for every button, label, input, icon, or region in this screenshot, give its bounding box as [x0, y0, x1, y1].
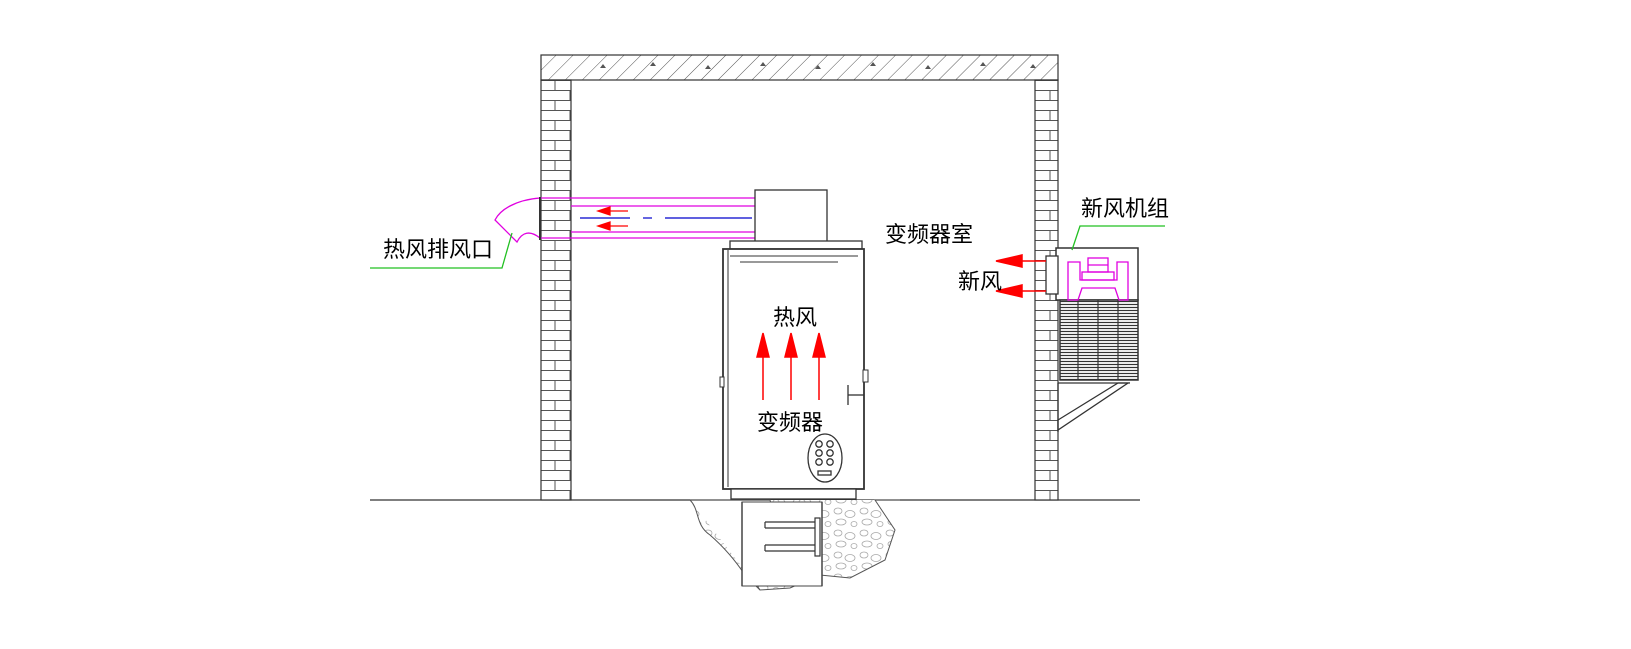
duct-flow-arrows [595, 206, 628, 231]
label-inverter: 变频器 [757, 411, 823, 436]
exhaust-duct [494, 197, 755, 244]
slab-aggregate [600, 62, 1036, 69]
label-inverter-room: 变频器室 [885, 223, 973, 248]
label-fresh-air: 新风 [958, 270, 1002, 295]
label-hot-air-exhaust: 热风排风口 [383, 238, 493, 263]
fresh-air-unit [1045, 247, 1139, 432]
fresh-air-arrows [995, 254, 1046, 298]
control-panel-icon [807, 433, 843, 483]
foundation-block [741, 501, 823, 587]
exhaust-stack [754, 189, 828, 243]
ceiling-slab [540, 54, 1059, 81]
inverter-cabinet [719, 240, 869, 500]
label-hot-air: 热风 [773, 306, 817, 331]
label-fresh-air-unit: 新风机组 [1081, 197, 1169, 222]
left-brick-wall [540, 79, 572, 501]
hot-air-arrows [756, 332, 826, 400]
leader-lines [370, 225, 1165, 269]
anchor-bolts [764, 517, 821, 557]
fan-motor-icon [1067, 257, 1129, 301]
